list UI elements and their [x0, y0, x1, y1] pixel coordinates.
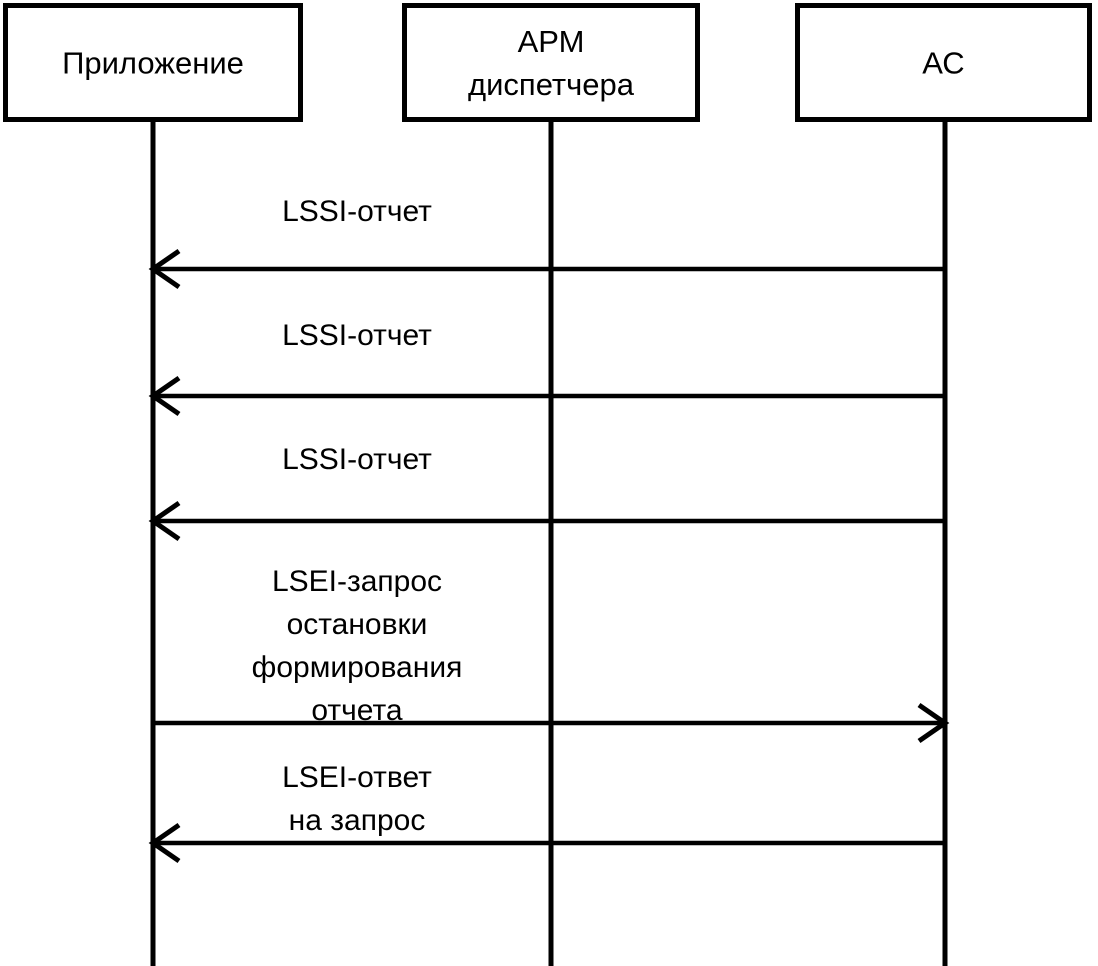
arrow-head-icon — [148, 822, 181, 864]
lifelines-layer — [150, 122, 948, 966]
participant-label-line: АС — [922, 46, 964, 81]
arrow-head-icon — [148, 500, 181, 542]
message-label-line: LSEI-ответ — [282, 761, 432, 794]
messages-layer: LSSI-отчетLSSI-отчетLSSI-отчетLSEI-запро… — [148, 195, 950, 864]
arrow-head-icon — [148, 375, 181, 417]
message-label-line: формирования — [252, 651, 463, 684]
participant-box[interactable] — [402, 3, 700, 122]
participant-ac[interactable]: АС — [795, 3, 1092, 122]
participant-box[interactable] — [795, 3, 1092, 122]
message-msg-lssi-report-1[interactable]: LSSI-отчет — [148, 195, 945, 290]
participant-label-line: Приложение — [62, 46, 244, 81]
message-msg-lsei-stop-request[interactable]: LSEI-запрос остановки формирования отчета — [153, 565, 950, 744]
message-label-line: отчета — [311, 694, 402, 727]
message-msg-lssi-report-2[interactable]: LSSI-отчет — [148, 319, 945, 417]
participant-application[interactable]: Приложение — [3, 3, 303, 122]
participant-arm-dispatcher[interactable]: АРМ диспетчера — [402, 3, 700, 122]
message-label-line: LSSI-отчет — [282, 443, 432, 476]
message-label-line: LSEI-запрос — [272, 565, 442, 598]
message-label-line: остановки — [287, 608, 428, 641]
message-label-line: LSSI-отчет — [282, 319, 432, 352]
arrow-head-icon — [148, 248, 181, 290]
participant-boxes-layer: Приложение АРМ диспетчера АС — [3, 3, 1092, 122]
participant-label-line: диспетчера — [468, 67, 635, 102]
message-label-line: на запрос — [289, 804, 426, 837]
message-label-line: LSSI-отчет — [282, 195, 432, 228]
participant-box[interactable] — [3, 3, 303, 122]
participant-label-line: АРМ — [518, 24, 585, 59]
message-msg-lsei-response[interactable]: LSEI-ответ на запрос — [148, 761, 945, 864]
message-msg-lssi-report-3[interactable]: LSSI-отчет — [148, 443, 945, 542]
arrow-head-icon — [917, 702, 950, 744]
